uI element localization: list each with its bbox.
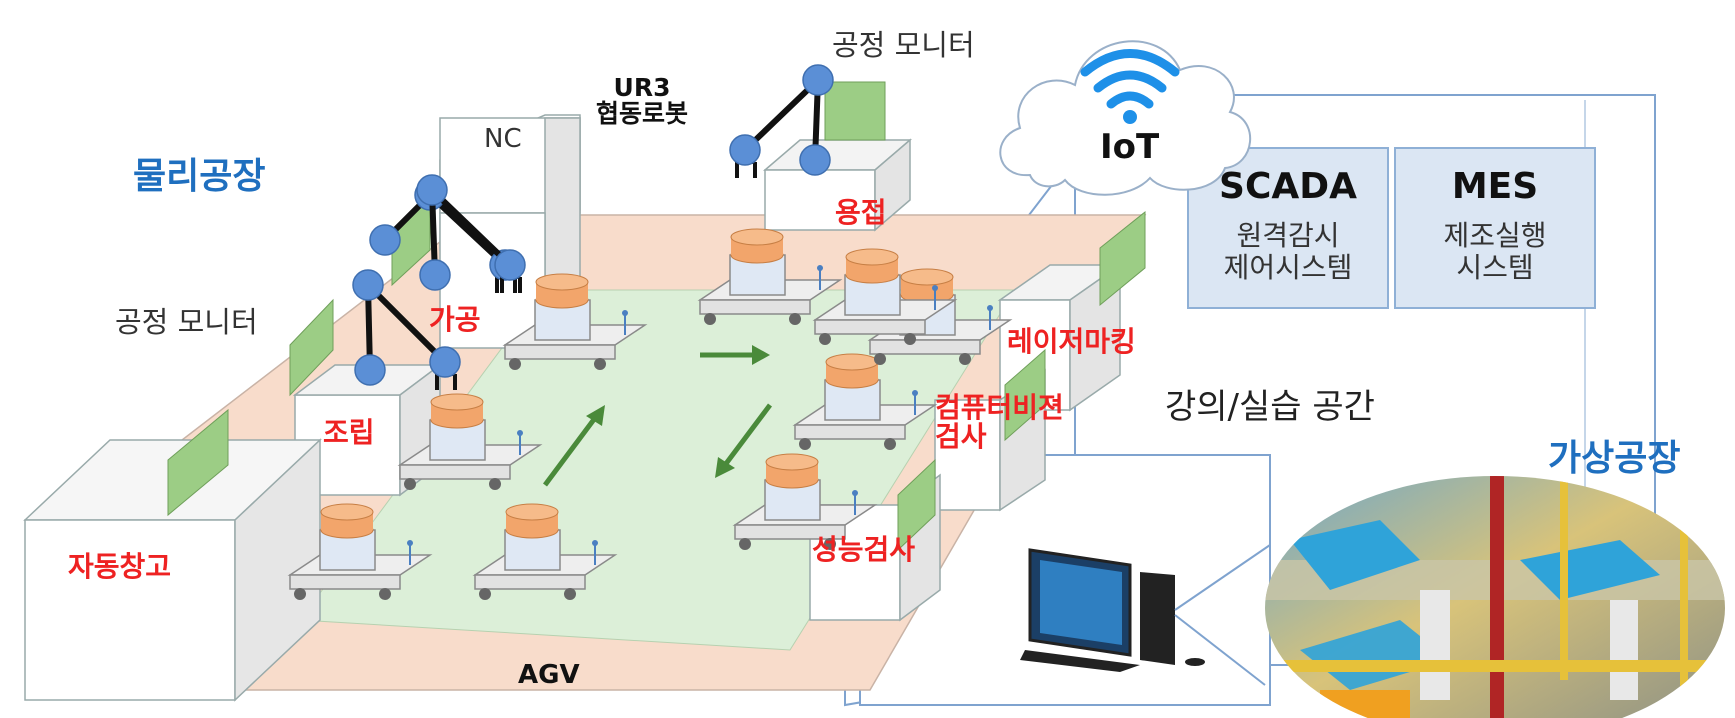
mes-title: MES [1451, 166, 1539, 207]
welding-label: 용접 [835, 196, 887, 229]
warehouse-label: 자동창고 [68, 550, 172, 583]
scada-subtitle: 원격감시 제어시스템 [1223, 219, 1353, 285]
performance-test-label: 성능검사 [812, 533, 916, 566]
nc-label: NC [484, 124, 522, 154]
monitor-panel-warehouse [167, 408, 229, 517]
machining-label: 가공 [429, 303, 481, 336]
agv-cart [812, 248, 958, 345]
robot-arms [352, 64, 834, 390]
laser-marking-box [997, 263, 1123, 412]
scada-title: SCADA [1219, 166, 1357, 207]
monitor-panel-laser [1099, 210, 1146, 307]
virtual-factory-image [1265, 476, 1725, 718]
wifi-icon [1080, 49, 1180, 124]
iot-label: IoT [1100, 127, 1160, 167]
virtual-factory-title: 가상공장 [1548, 438, 1681, 479]
agv-cart [732, 453, 878, 550]
flow-arrows [542, 345, 772, 487]
vision-inspection-label: 컴퓨터비젼 검사 [935, 391, 1064, 454]
agv-cart [792, 353, 938, 450]
agv-cart [502, 273, 648, 370]
monitor-panel-assembly [289, 298, 334, 397]
welding-station-box [762, 138, 913, 232]
agv-cart [867, 268, 1013, 365]
mes-subtitle: 제조실행 시스템 [1443, 219, 1547, 285]
agv-cart [287, 503, 433, 600]
monitor-panel-performance [897, 458, 936, 552]
lecture-space-label: 강의/실습 공간 [1165, 387, 1375, 427]
process-monitor-label-top: 공정 모니터 [832, 28, 975, 62]
robot-arm [729, 64, 834, 178]
robot-arm [416, 174, 526, 293]
agv-carts [287, 228, 1013, 600]
monitor-panel-welding [824, 81, 886, 141]
robot-arm [352, 269, 461, 390]
laser-marking-label: 레이저마킹 [1007, 325, 1136, 358]
process-monitor-label-left: 공정 모니터 [115, 305, 258, 339]
monitor-panel-vision [1004, 348, 1046, 442]
agv-cart [397, 393, 543, 490]
agv-cart [697, 228, 843, 325]
mes-box [1394, 147, 1596, 309]
assembly-label: 조립 [323, 416, 375, 449]
flow-arrow-up-right [542, 405, 605, 487]
flow-arrow-right [700, 345, 770, 365]
computer-icon [1020, 544, 1271, 686]
agv-label: AGV [518, 660, 580, 690]
physical-factory-title: 물리공장 [133, 156, 266, 197]
agv-cart [472, 503, 618, 600]
ur3-cobot-label: UR3 협동로봇 [596, 73, 689, 129]
flow-arrow-down-left [715, 403, 772, 478]
